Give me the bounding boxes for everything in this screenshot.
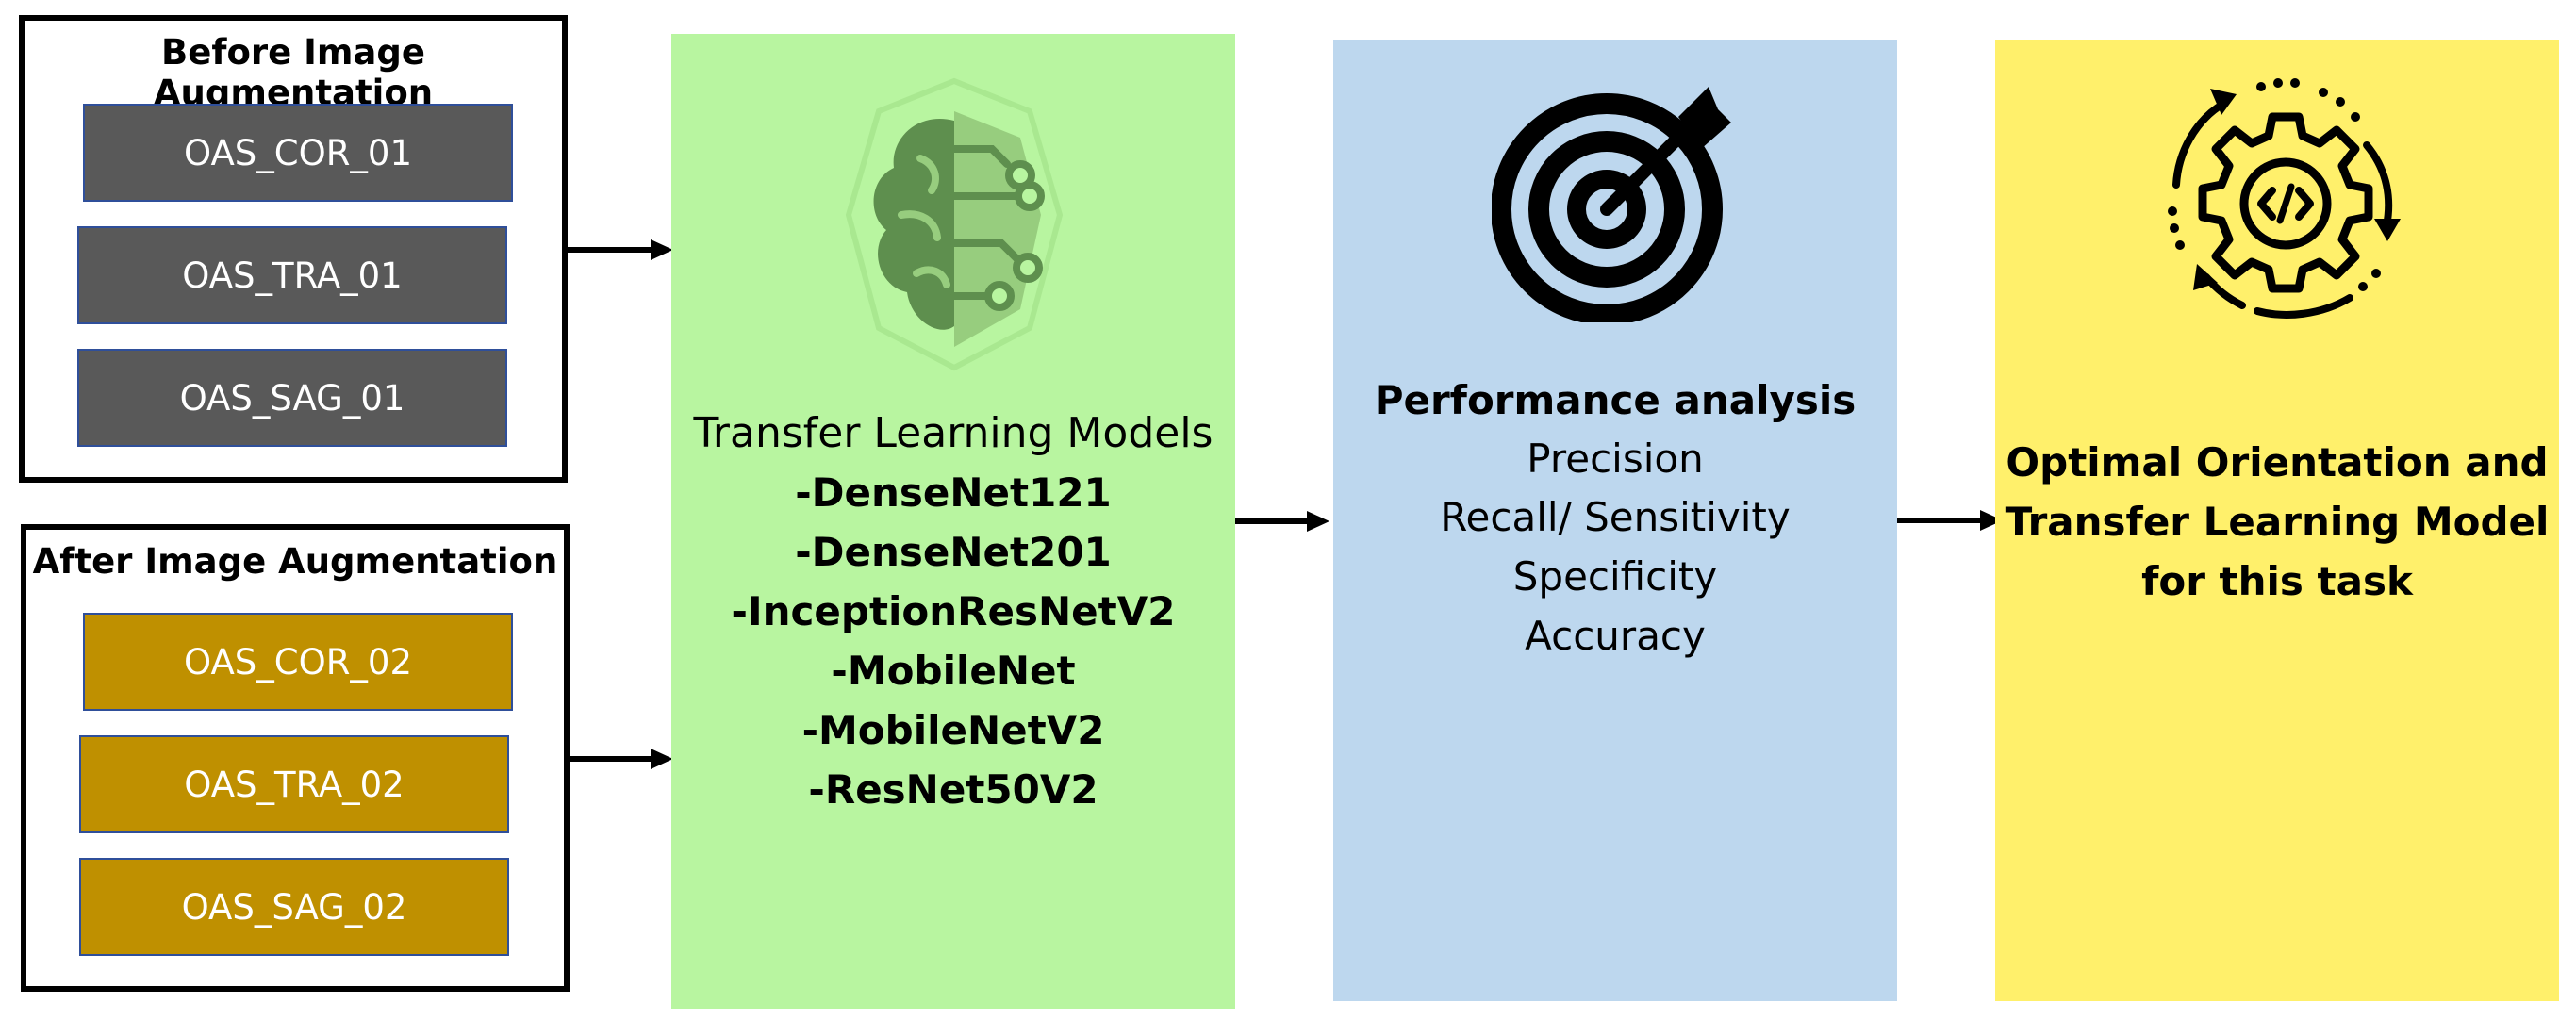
- model-item: -InceptionResNetV2: [731, 588, 1176, 634]
- model-item: -DenseNet121: [795, 469, 1112, 516]
- performance-title: Performance analysis: [1374, 377, 1857, 423]
- after-augmentation-group: After Image Augmentation OAS_COR_02 OAS_…: [21, 524, 570, 992]
- metric-item: Specificity: [1512, 553, 1718, 600]
- models-title: Transfer Learning Models: [693, 409, 1214, 457]
- brain-circuit-icon: [845, 77, 1064, 371]
- arrow-before-to-models: [568, 239, 673, 260]
- dataset-box-after-1: OAS_COR_02: [83, 613, 513, 711]
- metric-item: Recall/ Sensitivity: [1440, 494, 1791, 540]
- optimal-result-panel: Optimal Orientation and Transfer Learnin…: [1995, 40, 2559, 1001]
- model-item: -MobileNet: [831, 648, 1076, 694]
- transfer-learning-models-panel: Transfer Learning Models -DenseNet121 -D…: [671, 34, 1235, 1009]
- result-line: Transfer Learning Model: [2005, 499, 2550, 545]
- metric-item: Precision: [1527, 436, 1704, 482]
- gear-code-cycle-icon: [2168, 78, 2401, 319]
- metric-item: Accuracy: [1525, 613, 1706, 659]
- dataset-box-before-3: OAS_SAG_01: [77, 349, 507, 447]
- performance-analysis-panel: Performance analysis Precision Recall/ S…: [1333, 40, 1897, 1001]
- model-item: -ResNet50V2: [808, 766, 1098, 813]
- result-line: for this task: [2141, 558, 2413, 604]
- before-augmentation-group: Before Image Augmentation OAS_COR_01 OAS…: [19, 15, 568, 483]
- after-augmentation-title: After Image Augmentation: [32, 541, 558, 582]
- result-line: Optimal Orientation and: [2006, 439, 2549, 485]
- arrow-after-to-models: [570, 749, 673, 769]
- model-item: -DenseNet201: [795, 529, 1112, 575]
- before-augmentation-title: Before Image Augmentation: [153, 32, 434, 113]
- arrow-performance-to-result: [1897, 510, 2003, 531]
- dataset-box-after-3: OAS_SAG_02: [79, 858, 509, 956]
- dataset-box-before-1: OAS_COR_01: [83, 104, 513, 202]
- dataset-box-before-2: OAS_TRA_01: [77, 226, 507, 324]
- dataset-box-after-2: OAS_TRA_02: [79, 735, 509, 833]
- target-arrow-icon: [1492, 87, 1731, 322]
- model-item: -MobileNetV2: [801, 707, 1105, 753]
- arrow-models-to-performance: [1235, 511, 1329, 532]
